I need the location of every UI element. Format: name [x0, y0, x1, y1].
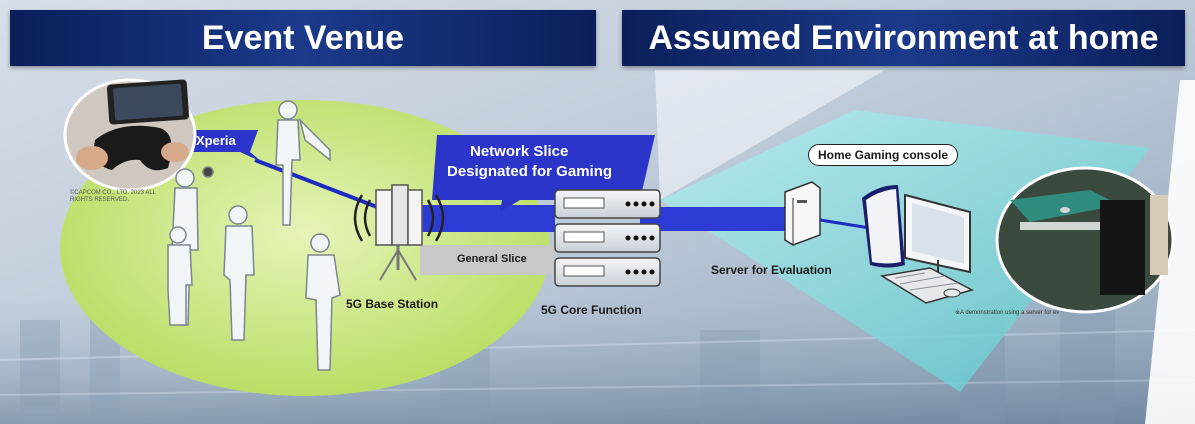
- network-slice-label-line1: Network Slice: [470, 143, 569, 160]
- home-console-label: Home Gaming console: [808, 144, 959, 166]
- event-venue-header: Event Venue: [10, 10, 596, 66]
- gaming-slice-band-right: [640, 207, 790, 231]
- home-setup-photo: [995, 166, 1175, 314]
- home-gaming-console-graphic: [862, 185, 975, 304]
- network-slice-label-line2: Designated for Gaming: [447, 163, 613, 180]
- gaming-slice-band-left: [420, 205, 555, 232]
- general-slice-band: [420, 245, 555, 275]
- general-slice-label: General Slice: [457, 253, 527, 265]
- home-highlight: [655, 70, 885, 200]
- copyright-text: ©CAPCOM CO., LTD. 2023 ALL RIGHTS RESERV…: [70, 190, 156, 203]
- base-station-label: 5G Base Station: [346, 297, 439, 311]
- xperia-link-line: [254, 158, 386, 212]
- demonstration-note: ※A demonstration using a server for ev: [955, 310, 1060, 316]
- core-function-label: 5G Core Function: [541, 303, 642, 317]
- controller-photo: [63, 78, 197, 192]
- audience-people: [167, 100, 341, 371]
- 5g-core-function-graphic: [554, 189, 661, 287]
- evaluation-server-graphic: [784, 181, 821, 246]
- xperia-label: Xperia: [196, 133, 236, 148]
- 5g-base-station-graphic: [353, 184, 445, 281]
- server-label: Server for Evaluation: [711, 263, 832, 277]
- server-console-link: [819, 218, 871, 230]
- home-environment-header: Assumed Environment at home: [622, 10, 1185, 66]
